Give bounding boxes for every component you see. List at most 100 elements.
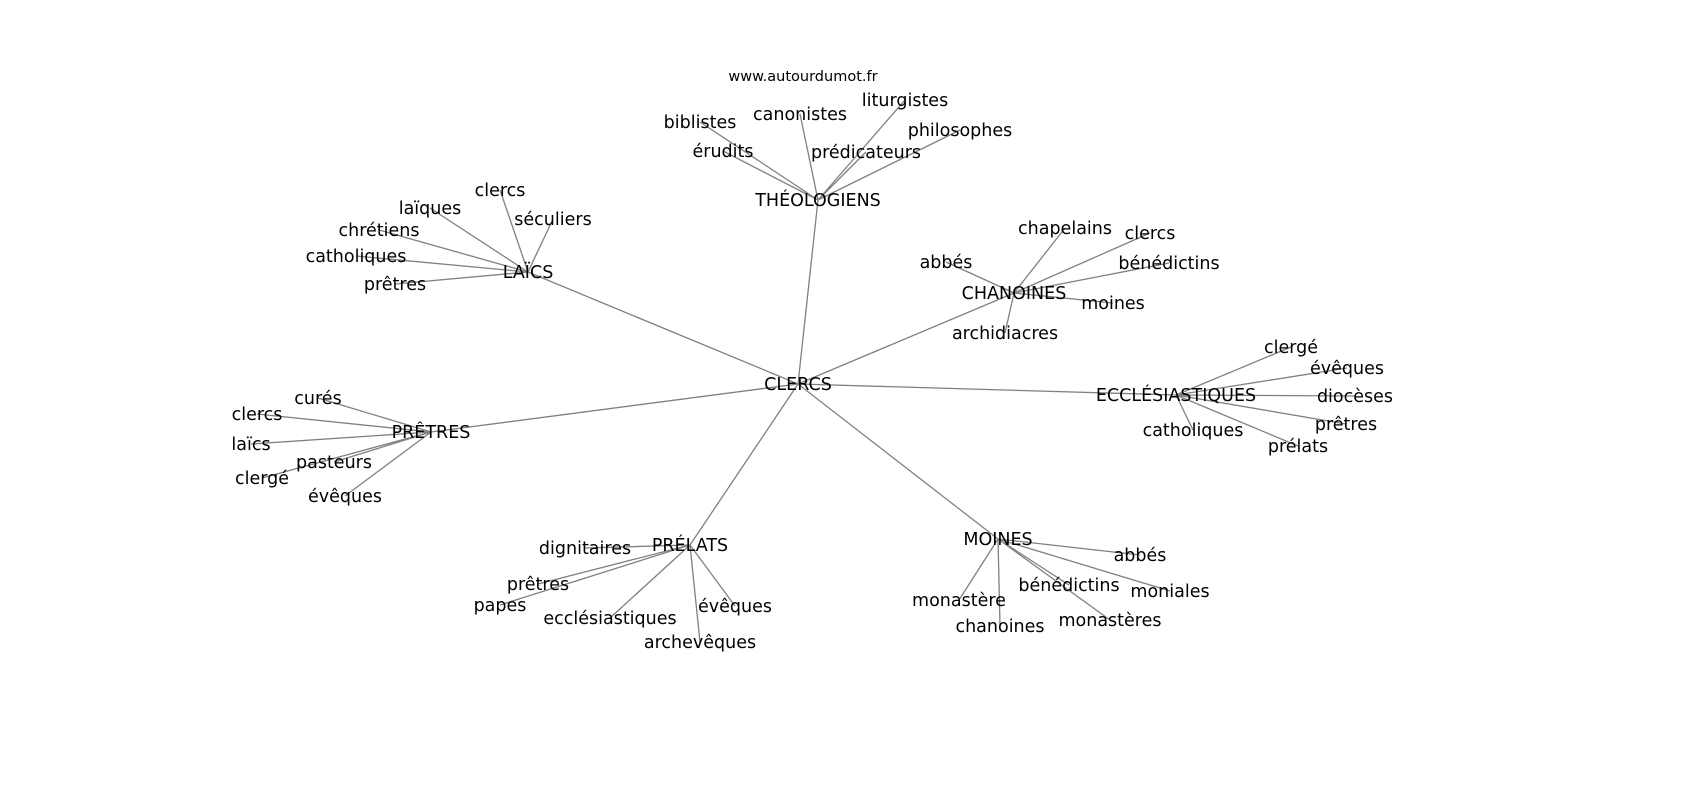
node-leaf: papes: [474, 596, 527, 616]
edge-group-to-child: [1013, 232, 1151, 294]
edge-group-to-child: [817, 99, 906, 201]
edge-center-to-group: [430, 383, 799, 433]
node-leaf: clercs: [475, 181, 526, 201]
edge-group-to-child: [997, 538, 1070, 586]
node-leaf: prêtres: [364, 275, 426, 295]
node-group: CHANOINES: [962, 284, 1067, 304]
node-leaf: catholiques: [1143, 421, 1244, 441]
edge-group-to-child: [1175, 394, 1356, 397]
node-leaf: pasteurs: [296, 453, 372, 473]
node-leaf: biblistes: [664, 113, 737, 133]
edge-center-to-group: [689, 383, 799, 546]
node-leaf: clercs: [1125, 224, 1176, 244]
node-leaf: évêques: [308, 487, 382, 507]
node-leaf: ecclésiastiques: [543, 609, 676, 629]
node-leaf: moniales: [1130, 582, 1209, 602]
node-leaf: clercs: [232, 405, 283, 425]
edge-group-to-child: [429, 207, 529, 273]
edge-group-to-child: [997, 538, 1001, 627]
edge-group-to-child: [997, 538, 1171, 592]
node-leaf: prélats: [1268, 437, 1328, 457]
edge-group-to-child: [261, 431, 432, 479]
node-leaf: laïques: [399, 199, 462, 219]
node-group: THÉOLOGIENS: [754, 189, 881, 211]
node-center: CLERCS: [764, 375, 832, 395]
edge-group-to-child: [317, 397, 432, 433]
edge-group-to-child: [527, 218, 554, 273]
node-leaf: philosophes: [908, 121, 1013, 141]
node-leaf: diocèses: [1317, 387, 1393, 407]
edge-group-to-child: [537, 544, 691, 585]
nodes: CLERCS THÉOLOGIENS érudits biblistes canonis…: [231, 91, 1393, 653]
edge-group-to-child: [584, 544, 691, 549]
node-leaf: monastères: [1058, 611, 1161, 631]
node-leaf: canonistes: [753, 105, 847, 125]
edge-center-to-group: [797, 292, 1015, 385]
edge-group-to-child: [689, 544, 736, 607]
node-leaf: liturgistes: [862, 91, 948, 111]
edge-group-to-child: [945, 261, 1015, 294]
edge-group-to-child: [1013, 292, 1114, 304]
node-leaf: bénédictins: [1118, 254, 1219, 274]
node-leaf: archidiacres: [952, 324, 1058, 344]
edge-group-to-child: [378, 229, 529, 273]
site-title: www.autourdumot.fr: [728, 69, 877, 85]
node-leaf: curés: [294, 389, 341, 409]
node-leaf: prêtres: [507, 575, 569, 595]
node-leaf: chrétiens: [339, 221, 420, 241]
node-leaf: prédicateurs: [811, 143, 921, 163]
edge-group-to-child: [250, 431, 432, 445]
edge-group-to-child: [1013, 262, 1170, 294]
edge-group-to-child: [799, 113, 819, 201]
node-leaf: archevêques: [644, 633, 756, 653]
edge-group-to-child: [499, 544, 691, 606]
edge-group-to-child: [722, 150, 819, 201]
edge-group-to-child: [355, 255, 529, 273]
node-group: LAÏCS: [503, 262, 554, 283]
edge-group-to-child: [958, 538, 999, 601]
node-leaf: dignitaires: [539, 539, 631, 559]
edge-group-to-child: [256, 413, 432, 433]
edge-group-to-child: [1175, 394, 1194, 431]
node-leaf: bénédictins: [1018, 576, 1119, 596]
edge-group-to-child: [1175, 394, 1299, 447]
edge-group-to-child: [499, 189, 529, 273]
edge-group-to-child: [1175, 394, 1347, 425]
node-leaf: catholiques: [306, 247, 407, 267]
node-leaf: chapelains: [1018, 219, 1112, 239]
edge-group-to-child: [1175, 367, 1348, 396]
node-leaf: prêtres: [1315, 415, 1377, 435]
edge-center-to-group: [797, 383, 999, 540]
node-leaf: abbés: [920, 253, 973, 273]
edge-group-to-child: [817, 151, 867, 201]
node-group: PRÊTRES: [392, 421, 471, 443]
node-leaf: clergé: [235, 469, 289, 489]
edge-group-to-child: [997, 538, 1111, 621]
node-leaf: laïcs: [231, 435, 270, 455]
node-group: MOINES: [963, 530, 1032, 550]
node-group: ECCLÉSIASTIQUES: [1096, 384, 1256, 406]
node-leaf: clergé: [1264, 338, 1318, 358]
edge-center-to-group: [527, 271, 799, 385]
node-leaf: monastère: [912, 591, 1006, 611]
edge-group-to-child: [1175, 346, 1292, 396]
edges: [250, 99, 1356, 643]
edge-group-to-child: [689, 544, 701, 643]
node-leaf: érudits: [692, 142, 753, 162]
edge-group-to-child: [1013, 227, 1066, 294]
node-leaf: abbés: [1114, 546, 1167, 566]
edge-center-to-group: [797, 383, 1177, 396]
edge-group-to-child: [1004, 292, 1015, 334]
node-leaf: évêques: [698, 597, 772, 617]
edge-group-to-child: [817, 129, 961, 201]
edge-group-to-child: [609, 544, 691, 619]
edge-center-to-group: [797, 199, 819, 385]
node-group: PRÉLATS: [652, 534, 728, 556]
edge-group-to-child: [344, 431, 432, 497]
edge-group-to-child: [997, 538, 1141, 556]
node-leaf: moines: [1081, 294, 1145, 314]
node-leaf: séculiers: [514, 210, 591, 230]
edge-group-to-child: [394, 271, 529, 285]
